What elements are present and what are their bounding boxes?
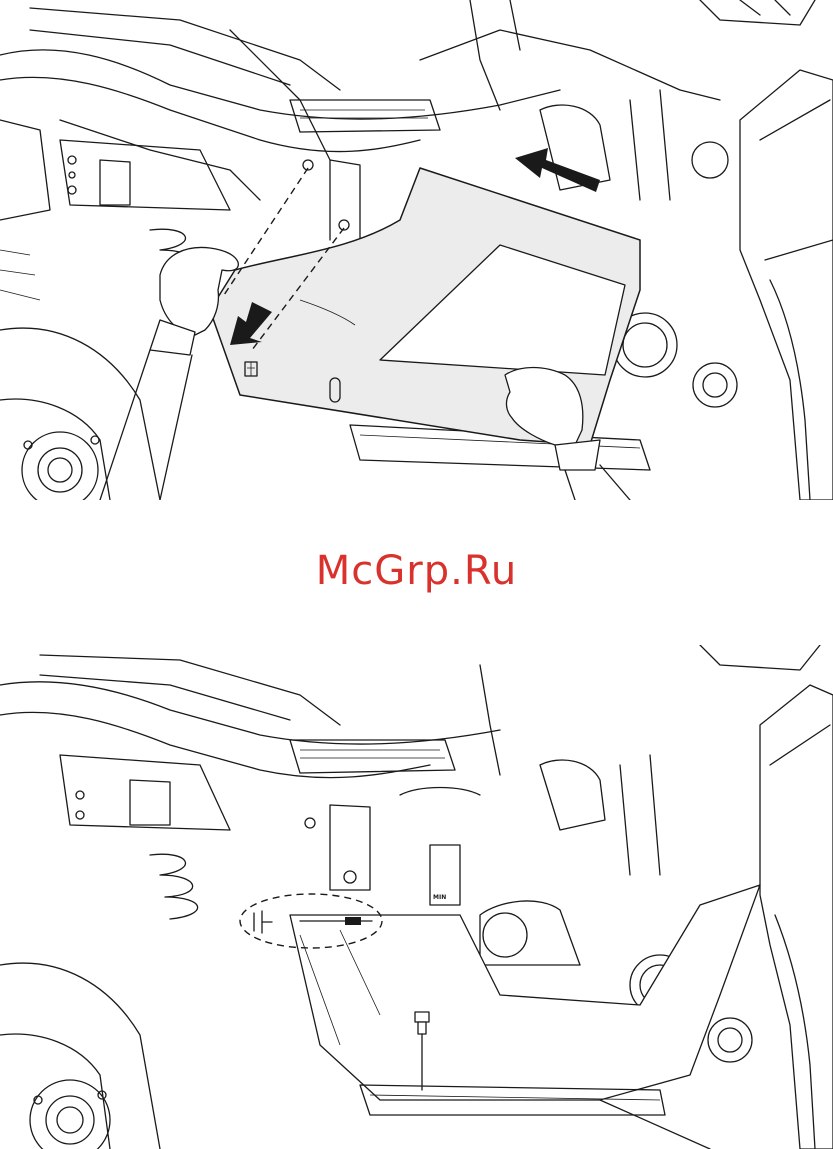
- fastener-icon: [254, 911, 272, 933]
- figure-top-panel-removal: [0, 0, 833, 500]
- figure-top-drawing: [0, 0, 833, 500]
- figure-bottom-drawing: MIN: [0, 645, 833, 1149]
- figure-bottom-panel-installed: MIN: [0, 645, 833, 1149]
- watermark-text: McGrp.Ru: [0, 548, 833, 594]
- min-label: MIN: [433, 894, 446, 901]
- arrow-icon: [515, 148, 600, 192]
